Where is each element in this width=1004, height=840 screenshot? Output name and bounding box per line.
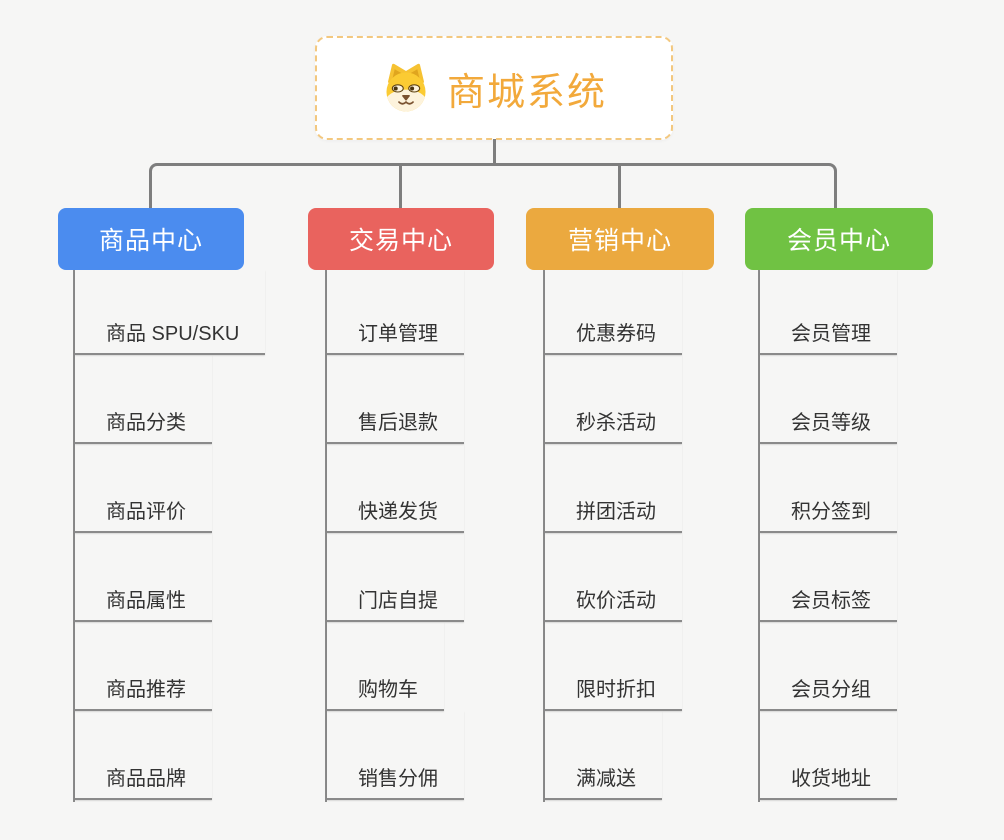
branch-drop-connector xyxy=(618,165,621,208)
item-label: 商品推荐 xyxy=(106,679,186,701)
root-node[interactable]: 商城系统 xyxy=(315,36,673,140)
list-item[interactable]: 订单管理 xyxy=(327,270,464,355)
item-label: 商品 SPU/SKU xyxy=(106,323,240,345)
branch-children-member: 会员管理 会员等级 积分签到 会员标签 会员分组 收货地址 xyxy=(758,270,897,802)
branch-node-marketing-center[interactable]: 营销中心 xyxy=(526,208,714,270)
branch-bus-connector xyxy=(149,163,837,208)
item-label: 限时折扣 xyxy=(576,679,656,701)
list-item[interactable]: 商品 SPU/SKU xyxy=(75,270,266,355)
item-label: 快递发货 xyxy=(358,501,438,523)
list-item[interactable]: 限时折扣 xyxy=(545,622,682,711)
item-label: 售后退款 xyxy=(358,412,438,434)
list-item[interactable]: 商品推荐 xyxy=(75,622,212,711)
list-item[interactable]: 门店自提 xyxy=(327,533,464,622)
list-item[interactable]: 优惠券码 xyxy=(545,270,682,355)
list-item[interactable]: 购物车 xyxy=(327,622,444,711)
item-label: 商品分类 xyxy=(106,412,186,434)
list-item[interactable]: 售后退款 xyxy=(327,355,464,444)
branch-node-member-center[interactable]: 会员中心 xyxy=(745,208,933,270)
list-item[interactable]: 收货地址 xyxy=(760,711,897,800)
item-label: 购物车 xyxy=(358,679,418,701)
shiba-dog-icon xyxy=(386,63,426,112)
branch-children-marketing: 优惠券码 秒杀活动 拼团活动 砍价活动 限时折扣 满减送 xyxy=(543,270,682,802)
item-label: 砍价活动 xyxy=(576,590,656,612)
list-item[interactable]: 会员等级 xyxy=(760,355,897,444)
list-item[interactable]: 会员标签 xyxy=(760,533,897,622)
list-item[interactable]: 商品分类 xyxy=(75,355,212,444)
branch-drop-connector xyxy=(399,165,402,208)
item-label: 商品评价 xyxy=(106,501,186,523)
item-label: 秒杀活动 xyxy=(576,412,656,434)
branch-children-trade: 订单管理 售后退款 快递发货 门店自提 购物车 销售分佣 xyxy=(325,270,464,802)
list-item[interactable]: 商品评价 xyxy=(75,444,212,533)
item-label: 门店自提 xyxy=(358,590,438,612)
item-label: 积分签到 xyxy=(791,501,871,523)
list-item[interactable]: 秒杀活动 xyxy=(545,355,682,444)
list-item[interactable]: 快递发货 xyxy=(327,444,464,533)
branch-node-product-center[interactable]: 商品中心 xyxy=(58,208,244,270)
item-label: 优惠券码 xyxy=(576,323,656,345)
item-label: 满减送 xyxy=(576,768,636,790)
item-label: 拼团活动 xyxy=(576,501,656,523)
item-label: 会员等级 xyxy=(791,412,871,434)
item-label: 商品品牌 xyxy=(106,768,186,790)
root-title: 商城系统 xyxy=(446,71,607,114)
branch-children-product: 商品 SPU/SKU 商品分类 商品评价 商品属性 商品推荐 商品品牌 xyxy=(73,270,266,802)
item-label: 商品属性 xyxy=(106,590,186,612)
item-label: 销售分佣 xyxy=(358,768,438,790)
list-item[interactable]: 商品属性 xyxy=(75,533,212,622)
item-label: 收货地址 xyxy=(791,768,871,790)
list-item[interactable]: 会员管理 xyxy=(760,270,897,355)
item-label: 会员分组 xyxy=(791,679,871,701)
item-label: 会员管理 xyxy=(791,323,871,345)
list-item[interactable]: 销售分佣 xyxy=(327,711,464,800)
list-item[interactable]: 满减送 xyxy=(545,711,662,800)
list-item[interactable]: 积分签到 xyxy=(760,444,897,533)
item-label: 订单管理 xyxy=(358,323,438,345)
list-item[interactable]: 拼团活动 xyxy=(545,444,682,533)
list-item[interactable]: 砍价活动 xyxy=(545,533,682,622)
list-item[interactable]: 商品品牌 xyxy=(75,711,212,800)
list-item[interactable]: 会员分组 xyxy=(760,622,897,711)
branch-node-trade-center[interactable]: 交易中心 xyxy=(308,208,494,270)
root-stem-connector xyxy=(493,139,496,166)
item-label: 会员标签 xyxy=(791,590,871,612)
